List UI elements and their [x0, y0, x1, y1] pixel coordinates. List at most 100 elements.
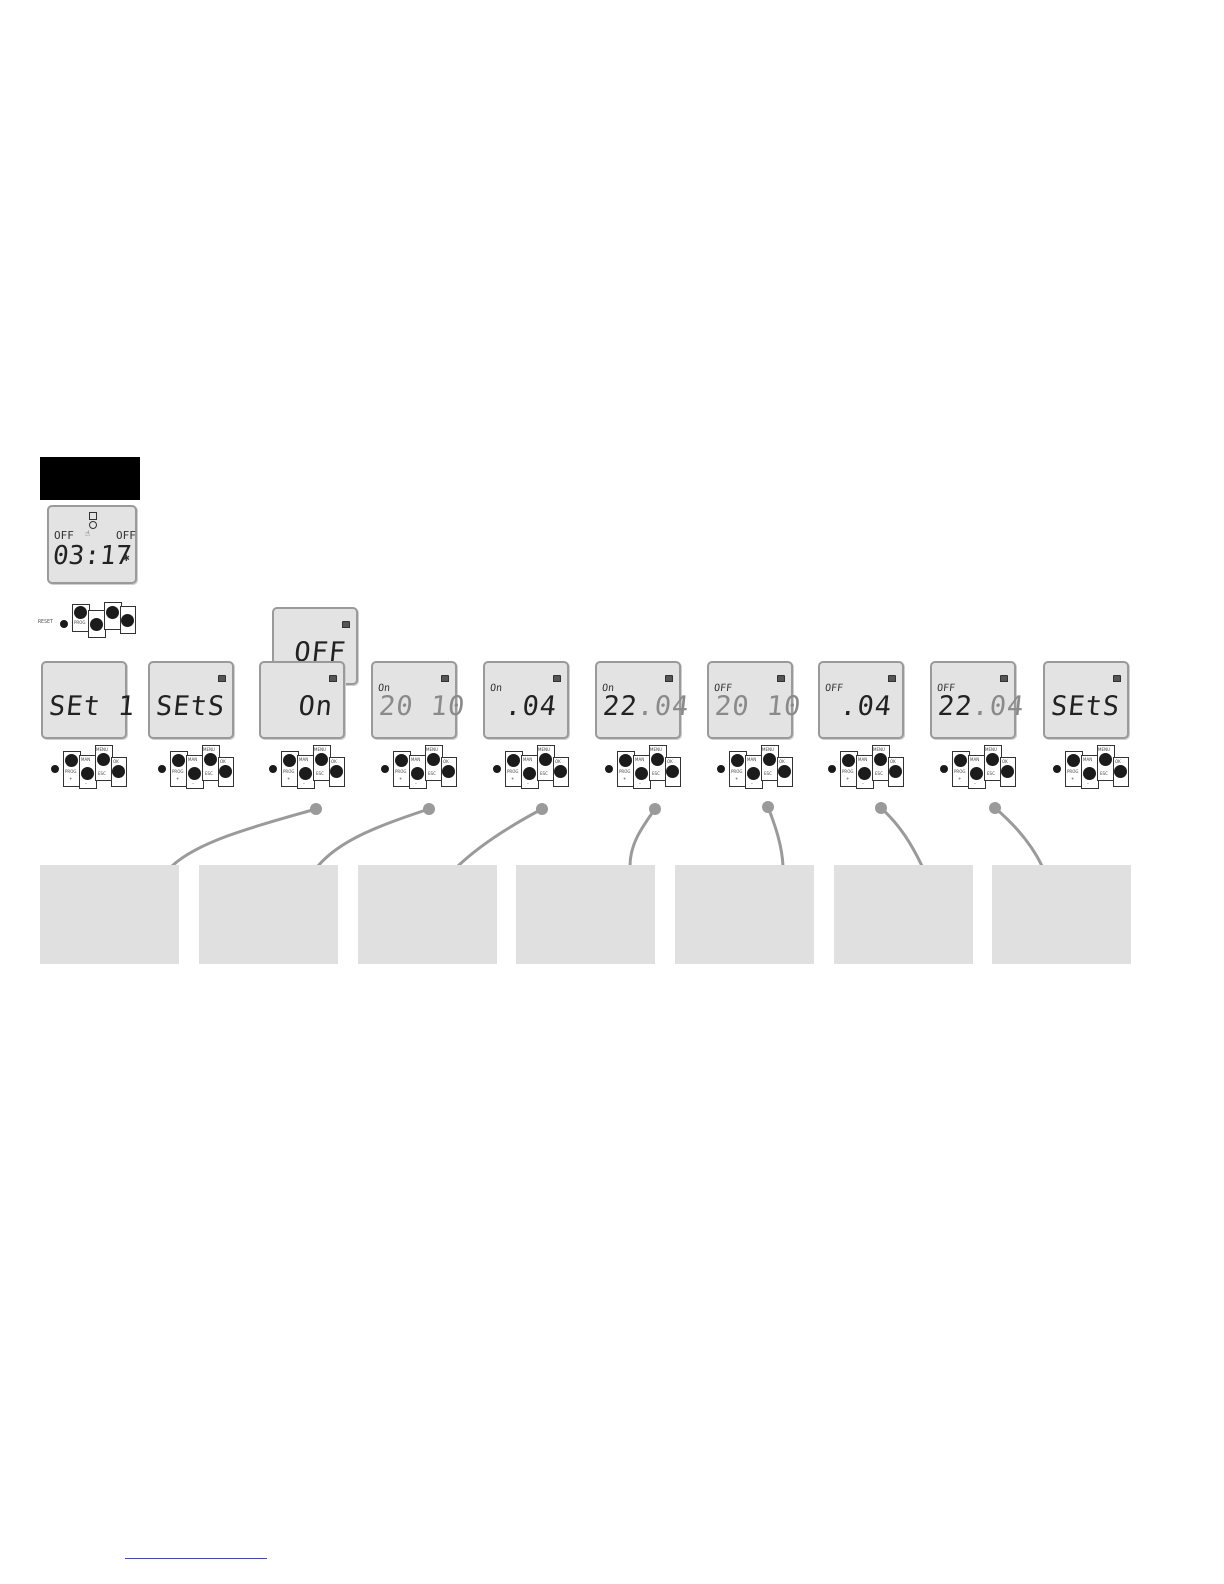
reset-button[interactable] — [269, 765, 277, 773]
reset-button[interactable] — [60, 620, 68, 628]
man-button[interactable] — [858, 767, 871, 780]
menu-label: MENU — [985, 747, 997, 752]
sequence-display: On — [259, 661, 345, 739]
reset-label: RESET — [38, 619, 54, 625]
prog-button[interactable] — [731, 754, 744, 767]
ok-button[interactable] — [778, 765, 791, 778]
esc-label: ESC — [987, 771, 995, 776]
man-button[interactable] — [188, 767, 201, 780]
reset-button[interactable] — [717, 765, 725, 773]
esc-label: ESC — [1100, 771, 1108, 776]
man-button[interactable] — [90, 618, 103, 631]
prog-button[interactable] — [842, 754, 855, 767]
man-label: MAN — [411, 757, 421, 762]
reset-button[interactable] — [828, 765, 836, 773]
esc-label: ESC — [652, 771, 660, 776]
ok-label: OK — [555, 759, 561, 764]
man-button[interactable] — [411, 767, 424, 780]
plus-label: + — [399, 776, 403, 781]
reset-button[interactable] — [51, 765, 59, 773]
note-box — [675, 865, 814, 964]
prog-button[interactable] — [74, 606, 87, 619]
program-icon — [777, 675, 785, 682]
prog-button[interactable] — [1067, 754, 1080, 767]
reset-button[interactable] — [381, 765, 389, 773]
ok-button[interactable] — [1114, 765, 1127, 778]
program-icon — [342, 621, 350, 628]
man-button[interactable] — [635, 767, 648, 780]
reset-button[interactable] — [1053, 765, 1061, 773]
reset-button[interactable] — [158, 765, 166, 773]
ok-label: OK — [890, 759, 896, 764]
man-button[interactable] — [81, 767, 94, 780]
minus-label: – — [639, 781, 641, 786]
ok-button[interactable] — [889, 765, 902, 778]
prog-button[interactable] — [954, 754, 967, 767]
man-button[interactable] — [1083, 767, 1096, 780]
menu-button[interactable] — [763, 753, 776, 766]
menu-button[interactable] — [651, 753, 664, 766]
man-label: MAN — [1083, 757, 1093, 762]
ok-button[interactable] — [121, 614, 134, 627]
ok-button[interactable] — [330, 765, 343, 778]
reset-button[interactable] — [940, 765, 948, 773]
menu-button[interactable] — [106, 606, 119, 619]
prog-button[interactable] — [172, 754, 185, 767]
man-button[interactable] — [299, 767, 312, 780]
menu-label: MENU — [203, 747, 215, 752]
prog-label: PROG — [65, 769, 77, 774]
plus-label: + — [1071, 776, 1075, 781]
ok-button[interactable] — [1001, 765, 1014, 778]
man-button[interactable] — [747, 767, 760, 780]
note-box — [358, 865, 497, 964]
ok-label: OK — [779, 759, 785, 764]
ok-button[interactable] — [554, 765, 567, 778]
plus-label: + — [176, 776, 180, 781]
menu-button[interactable] — [97, 753, 110, 766]
prog-button[interactable] — [65, 754, 78, 767]
reset-button[interactable] — [493, 765, 501, 773]
prog-button[interactable] — [395, 754, 408, 767]
menu-button[interactable] — [986, 753, 999, 766]
reset-button[interactable] — [605, 765, 613, 773]
menu-button[interactable] — [315, 753, 328, 766]
minus-label: – — [415, 781, 417, 786]
man-button[interactable] — [523, 767, 536, 780]
footer-link-line — [125, 1558, 267, 1559]
esc-label: ESC — [875, 771, 883, 776]
esc-label: ESC — [764, 771, 772, 776]
ok-button[interactable] — [112, 765, 125, 778]
man-button[interactable] — [970, 767, 983, 780]
prog-button[interactable] — [283, 754, 296, 767]
prog-label: PROG — [731, 769, 743, 774]
ok-button[interactable] — [219, 765, 232, 778]
clock-icon — [89, 521, 97, 529]
prog-button[interactable] — [507, 754, 520, 767]
ok-button[interactable] — [442, 765, 455, 778]
menu-label: MENU — [762, 747, 774, 752]
connector-dot — [875, 802, 887, 814]
menu-label: MENU — [873, 747, 885, 752]
prog-label: PROG — [172, 769, 184, 774]
prog-button[interactable] — [619, 754, 632, 767]
esc-label: ESC — [316, 771, 324, 776]
menu-button[interactable] — [1099, 753, 1112, 766]
menu-label: MENU — [650, 747, 662, 752]
program-icon — [1113, 675, 1121, 682]
plus-label: + — [287, 776, 291, 781]
ok-label: OK — [113, 759, 119, 764]
menu-button[interactable] — [204, 753, 217, 766]
menu-button[interactable] — [539, 753, 552, 766]
ok-label: OK — [667, 759, 673, 764]
ok-button[interactable] — [666, 765, 679, 778]
menu-button[interactable] — [874, 753, 887, 766]
menu-button[interactable] — [427, 753, 440, 766]
